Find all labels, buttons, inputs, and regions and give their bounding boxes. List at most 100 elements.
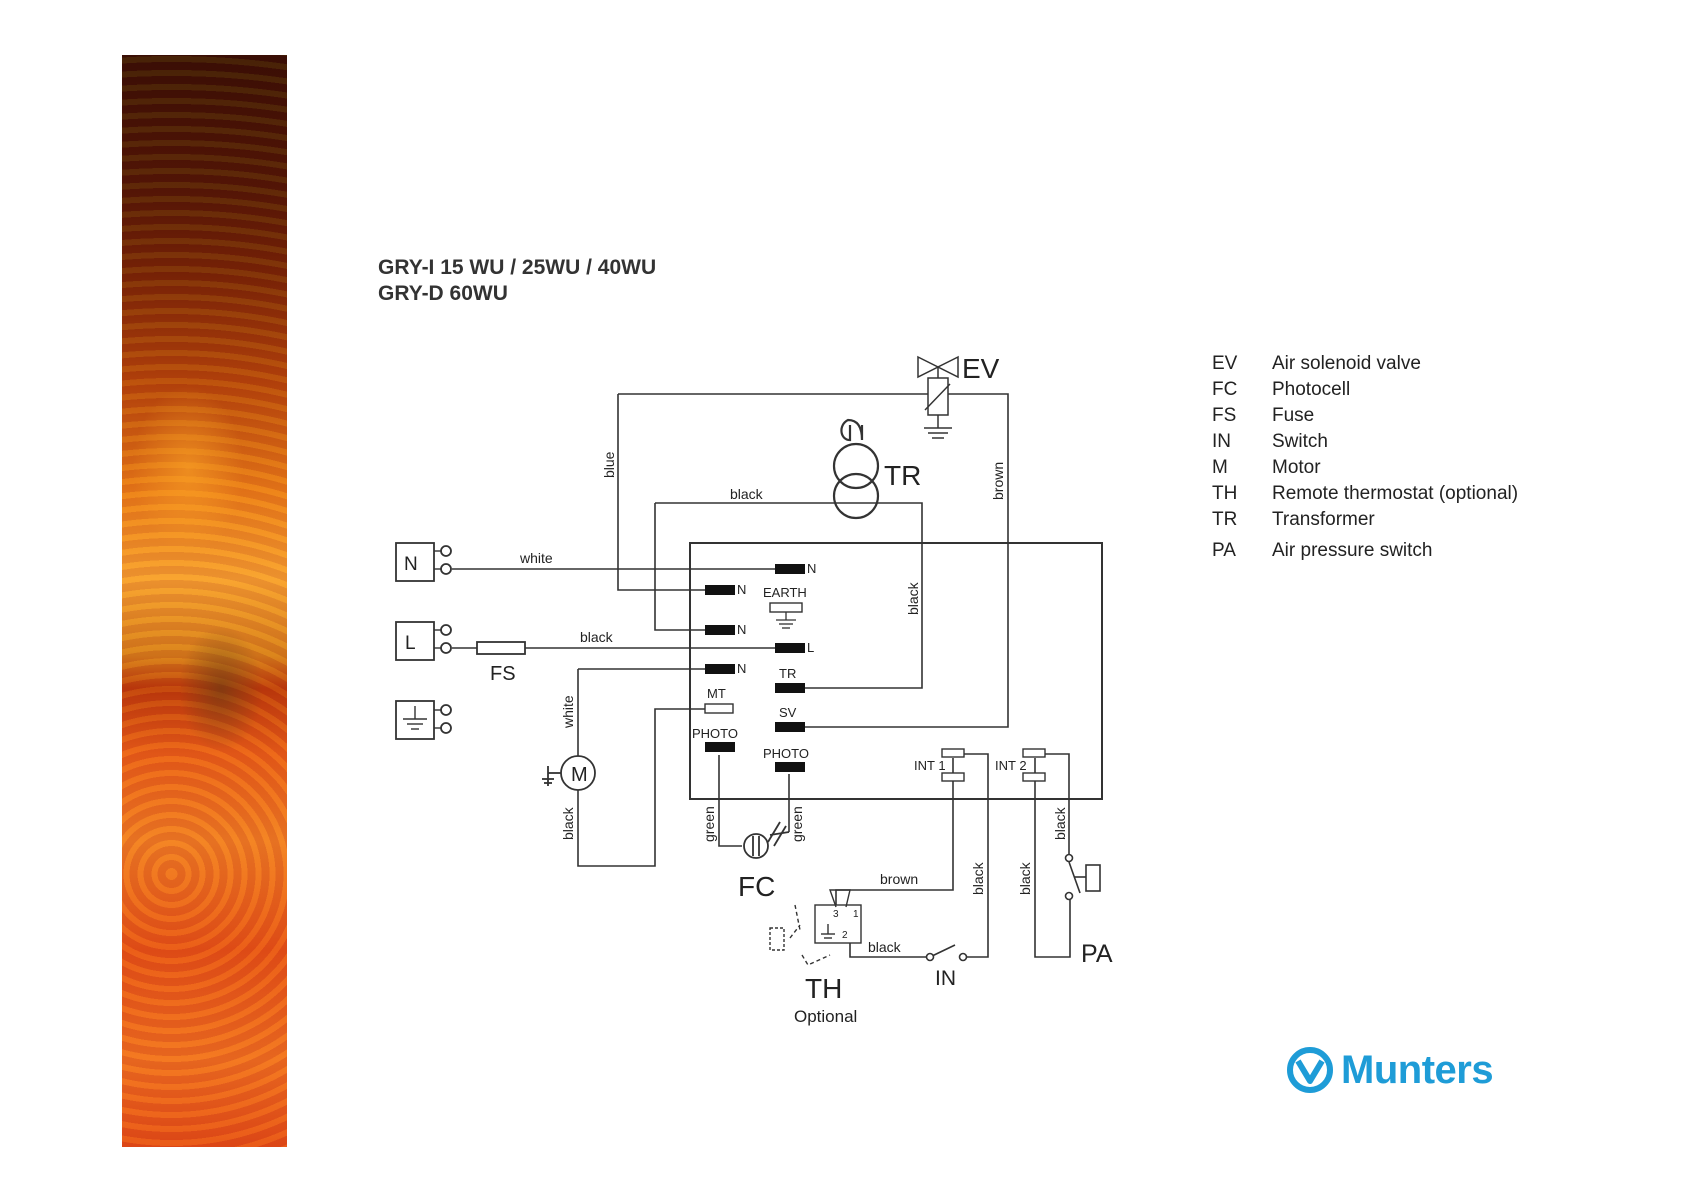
transformer-symbol (832, 418, 880, 520)
wire-label-blue: blue (601, 451, 617, 478)
thermostat-pin-2: 2 (842, 930, 848, 941)
board-label-photo-right: PHOTO (763, 746, 809, 761)
board-terminal-tr (775, 683, 805, 693)
munters-m-icon (1287, 1047, 1333, 1093)
legend-code: TR (1212, 509, 1238, 530)
motor-symbol (542, 755, 596, 791)
board-terminal-int2-top (1022, 748, 1046, 758)
legend-desc: Air solenoid valve (1272, 353, 1421, 374)
board-label-photo-left: PHOTO (692, 726, 738, 741)
legend-code: EV (1212, 353, 1238, 374)
board-terminal-mt (704, 703, 734, 714)
legend-row: TH Remote thermostat (optional) (1212, 483, 1518, 505)
munters-logo: Munters (1285, 1045, 1494, 1095)
board-terminal-n-blue (705, 585, 735, 595)
solenoid-valve-symbol (917, 355, 959, 439)
terminal-l-box (395, 621, 435, 661)
wire-label-black-m: black (560, 806, 576, 840)
wire-label-black-int2: black (1017, 861, 1033, 895)
photocell-label: FC (738, 871, 775, 902)
wire-green-left (718, 755, 742, 847)
legend-code: M (1212, 457, 1228, 478)
board-terminal-l (775, 643, 805, 653)
wire-black-m (577, 708, 705, 867)
board-label-int2: INT 2 (995, 758, 1027, 773)
pressure-switch-symbol (1064, 853, 1101, 901)
legend-desc: Photocell (1272, 379, 1351, 400)
switch-symbol (925, 952, 968, 962)
wire-label-black-th: black (868, 939, 902, 955)
terminal-l-label: L (405, 633, 416, 654)
thermostat-pin-1: 1 (853, 909, 859, 920)
wire-label-brown-ev: brown (990, 462, 1006, 500)
legend-row: EV Air solenoid valve (1212, 353, 1421, 375)
wire-blue (617, 394, 705, 591)
transformer-label: TR (884, 460, 921, 491)
wire-th-in (849, 943, 930, 958)
legend-code: TH (1212, 483, 1238, 504)
switch-label: IN (935, 967, 956, 990)
fuse-label: FS (490, 663, 516, 685)
thermostat-optional-note: Optional (794, 1007, 857, 1026)
legend-desc: Switch (1272, 431, 1328, 452)
legend-code: FC (1212, 379, 1238, 400)
wire-label-brown-th: brown (880, 871, 918, 887)
thermostat-label: TH (805, 973, 842, 1004)
board-label-l: L (807, 640, 814, 655)
legend-desc: Motor (1272, 457, 1321, 478)
board-terminal-sv (775, 722, 805, 732)
thermostat-symbol (769, 889, 862, 966)
solenoid-valve-label: EV (962, 353, 1000, 384)
thermostat-pin-3: 3 (833, 909, 839, 920)
wire-label-green-right: green (789, 806, 805, 842)
legend-row: M Motor (1212, 457, 1321, 479)
board-label-n1: N (807, 561, 816, 576)
wire-label-green-left: green (701, 806, 717, 842)
legend-desc: Air pressure switch (1272, 540, 1433, 561)
pressure-switch-label: PA (1081, 940, 1113, 968)
legend-row: PA Air pressure switch (1212, 540, 1433, 562)
board-label-earth: EARTH (763, 585, 807, 600)
board-terminal-int1-bot (941, 772, 965, 782)
board-label-int1: INT 1 (914, 758, 946, 773)
board-terminal-int1-top (941, 748, 965, 758)
wire-int1-a (835, 758, 954, 907)
wire-tr-top (655, 502, 923, 689)
legend-desc: Transformer (1272, 509, 1375, 530)
terminal-n-box (395, 542, 435, 582)
legend-row: IN Switch (1212, 431, 1328, 453)
wire-label-black-pa: black (1052, 806, 1068, 840)
legend-code: FS (1212, 405, 1237, 426)
board-terminal-photo-right (775, 762, 805, 772)
diagram-title-line-2: GRY-D 60WU (378, 282, 508, 305)
board-earth-symbol (769, 602, 803, 613)
board-label-n3: N (737, 622, 746, 637)
control-board (689, 542, 1103, 800)
wire-label-white-m: white (560, 695, 576, 729)
board-label-tr: TR (779, 666, 796, 681)
wire-top-ev (618, 393, 1009, 728)
wire-black-tr (654, 503, 705, 631)
wire-label-black-int1: black (970, 861, 986, 895)
wire-label-white-n: white (519, 550, 553, 566)
wire-int2-b (1045, 753, 1070, 854)
photocell-symbol (743, 821, 790, 859)
board-label-mt: MT (707, 686, 726, 701)
board-terminal-n-black (705, 625, 735, 635)
motor-label: M (571, 764, 588, 786)
legend-row: FC Photocell (1212, 379, 1350, 401)
wire-label-black-tr: black (730, 486, 764, 502)
fuse-symbol (476, 641, 526, 655)
board-terminal-n-white (705, 664, 735, 674)
legend-desc: Remote thermostat (optional) (1272, 483, 1519, 504)
munters-wordmark: Munters (1341, 1047, 1494, 1092)
legend-row: FS Fuse (1212, 405, 1314, 427)
board-terminal-photo-left (705, 742, 735, 752)
legend-desc: Fuse (1272, 405, 1315, 426)
wire-int2-a (1034, 758, 1071, 958)
legend-row: TR Transformer (1212, 509, 1375, 531)
diagram-title-line-1: GRY-I 15 WU / 25WU / 40WU (378, 256, 657, 279)
legend-code: IN (1212, 431, 1231, 452)
legend-code: PA (1212, 540, 1236, 561)
